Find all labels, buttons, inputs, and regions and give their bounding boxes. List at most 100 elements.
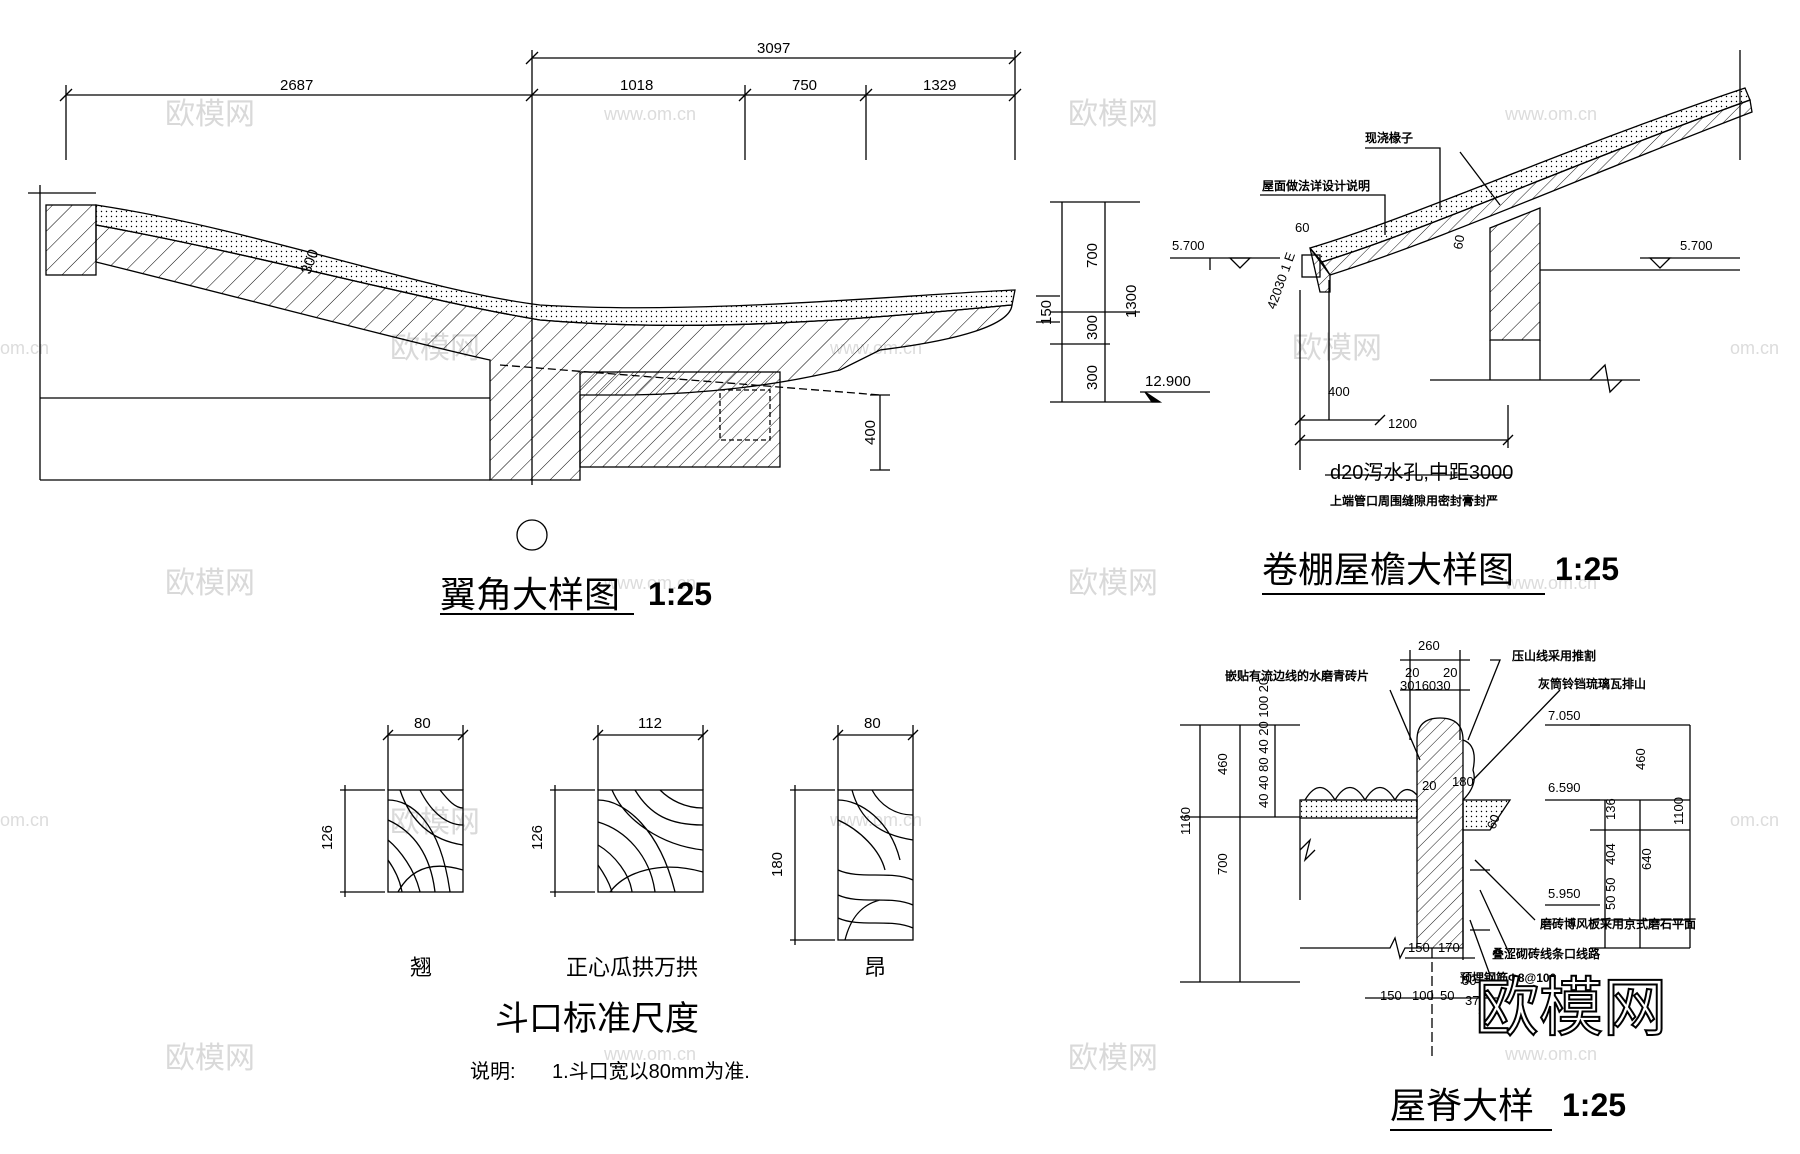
- watermark-url: www.om.cn: [603, 573, 696, 593]
- ridge-dim-20a: 20: [1405, 665, 1419, 680]
- ridge-note-tile-left: 嵌贴有流边线的水磨青砖片: [1225, 668, 1369, 683]
- ridge-dim-r640: 640: [1639, 848, 1654, 870]
- watermark-url: om.cn: [0, 810, 49, 830]
- watermark-url: om.cn: [1730, 810, 1779, 830]
- ridge-dim-l700: 700: [1215, 853, 1230, 875]
- dou-note-label: 说明:: [470, 1060, 516, 1083]
- watermark-url: om.cn: [0, 338, 49, 358]
- dou-labels: 80 126 翘 112 126 正心瓜拱万拱 80 180 昂 斗口标准尺度 …: [319, 715, 886, 1083]
- ridge-dim-b150b: 150: [1380, 988, 1402, 1003]
- eave-elev-left: 5.700: [1172, 238, 1205, 253]
- ridge-note-pressing: 压山线采用推割: [1512, 648, 1596, 663]
- ridge-dim-b50b: 50: [1462, 973, 1476, 988]
- dim-700: 700: [1084, 243, 1101, 268]
- wing-corner-scale: 1:25: [648, 576, 712, 612]
- dou-blocks: [340, 725, 919, 945]
- eave-scale: 1:25: [1555, 551, 1619, 587]
- dou-title: 斗口标准尺度: [495, 1000, 699, 1038]
- ridge-note-board: 磨砖博风板采用京式磨石平面: [1539, 916, 1696, 931]
- dim-150: 150: [1038, 300, 1055, 325]
- wing-corner-detail: [28, 50, 1210, 551]
- dou-height: 126: [319, 825, 336, 850]
- ridge-note-glaze: 灰筒铃铛琉璃瓦排山: [1538, 676, 1646, 691]
- ridge-dim-l1160: 1160: [1178, 807, 1193, 835]
- eave-dim-stack: 42030 1 E: [1264, 250, 1298, 311]
- dou-note: 1.斗口宽以80mm为准.: [552, 1060, 750, 1083]
- dim-400: 400: [862, 420, 879, 445]
- ridge-dim-20b: 20: [1443, 665, 1457, 680]
- watermark-url: om.cn: [1730, 338, 1779, 358]
- eave-elev-right: 5.700: [1680, 238, 1713, 253]
- watermark-layer: 欧模网 欧模网 www.om.cn www.om.cn 欧模网 欧模网 om.c…: [0, 98, 1779, 1075]
- ridge-dim-stack: 40 40 80 40 20 100 20: [1256, 678, 1271, 808]
- dou-height: 126: [529, 825, 546, 850]
- ridge-elev-5950: 5.950: [1548, 886, 1581, 901]
- watermark-brand: 欧模网: [1068, 98, 1158, 131]
- ridge-dim-toprow: 3016030: [1400, 678, 1451, 693]
- ridge-dim-b170: 170: [1438, 940, 1460, 955]
- ridge-note-layer: 叠涩砌砖线条口线路: [1492, 946, 1601, 961]
- watermark-brand: 欧模网: [1068, 1042, 1158, 1075]
- wing-corner-title: 翼角大样图: [440, 574, 620, 615]
- ridge-dim-r460: 460: [1633, 748, 1648, 770]
- ridge-dim-180: 180: [1452, 774, 1474, 789]
- dou-width: 80: [864, 715, 881, 732]
- ridge-elev-7050: 7.050: [1548, 708, 1581, 723]
- dim-2687: 2687: [280, 77, 313, 94]
- watermark-brand: 欧模网: [1292, 332, 1382, 365]
- eave-labels: 现浇椽子 屋面做法详设计说明 60 60 42030 1 E 5.700 5.7…: [1172, 130, 1713, 590]
- dim-3097: 3097: [757, 40, 790, 57]
- dim-750: 750: [792, 77, 817, 94]
- eave-note-hole: d20泻水孔,中距3000: [1330, 461, 1513, 484]
- eave-note-rafter: 现浇椽子: [1365, 130, 1413, 145]
- ridge-scale: 1:25: [1562, 1087, 1626, 1123]
- dou-width: 80: [414, 715, 431, 732]
- watermark-brand: 欧模网: [1068, 567, 1158, 600]
- ridge-dim-r50: 50 50: [1603, 877, 1618, 910]
- watermark-brand: 欧模网: [165, 1042, 255, 1075]
- watermark-url: www.om.cn: [829, 810, 922, 830]
- ridge-dim-l460: 460: [1215, 753, 1230, 775]
- dim-1300: 1300: [1123, 285, 1140, 318]
- wing-corner-labels: 2687 3097 1018 750 1329 300 150 700 1300…: [280, 40, 1191, 615]
- ridge-labels: 嵌贴有流边线的水磨青砖片 压山线采用推割 灰筒铃铛琉璃瓦排山 磨砖博风板采用京式…: [1178, 638, 1696, 1126]
- eave-dim-1200: 1200: [1388, 416, 1417, 431]
- ridge-dim-b50a: 50: [1440, 988, 1454, 1003]
- watermark-url: www.om.cn: [603, 104, 696, 124]
- dim-300b: 300: [1084, 315, 1101, 340]
- watermark-url: www.om.cn: [1504, 573, 1597, 593]
- ridge-dim-60: 60: [1484, 812, 1503, 831]
- ridge-dim-r404: 404: [1603, 843, 1618, 865]
- ridge-dim-b37: 37: [1465, 993, 1479, 1008]
- ridge-dim-b100: 100: [1412, 988, 1434, 1003]
- eave-title: 卷棚屋檐大样图: [1262, 549, 1514, 590]
- eave-note-seal: 上端管口周围缝隙用密封膏封严: [1330, 493, 1498, 508]
- elevation-12900: 12.900: [1145, 373, 1191, 390]
- dou-height: 180: [769, 852, 786, 877]
- dou-label: 昂: [864, 955, 886, 980]
- ridge-note-foot: 预埋钢筋Φ8@100: [1460, 970, 1557, 985]
- ridge-dim-b5: 5: [1478, 1003, 1485, 1018]
- ridge-dim-260: 260: [1418, 638, 1440, 653]
- eave-dim-60a: 60: [1295, 220, 1309, 235]
- eave-dim-60b: 60: [1450, 234, 1467, 251]
- eave-detail: [1170, 50, 1753, 476]
- watermark-brand: 欧模网: [165, 567, 255, 600]
- dim-1018: 1018: [620, 77, 653, 94]
- dim-300c: 300: [1084, 365, 1101, 390]
- dim-1329: 1329: [923, 77, 956, 94]
- eave-note-roof: 屋面做法详设计说明: [1262, 178, 1370, 193]
- ridge-dim-r136: 136: [1603, 798, 1618, 820]
- dou-width: 112: [638, 715, 662, 732]
- dou-label: 翘: [410, 955, 432, 980]
- dou-label: 正心瓜拱万拱: [566, 955, 698, 980]
- ridge-elev-6590: 6.590: [1548, 780, 1581, 795]
- watermark-url: www.om.cn: [603, 1044, 696, 1064]
- ridge-detail: [1180, 650, 1691, 1060]
- ridge-dim-r1100: 1100: [1671, 797, 1686, 825]
- ridge-dim-b150a: 150: [1408, 940, 1430, 955]
- watermark-big-brand: 欧模网: [1475, 972, 1667, 1044]
- ridge-title: 屋脊大样: [1390, 1085, 1534, 1126]
- eave-dim-400: 400: [1328, 384, 1350, 399]
